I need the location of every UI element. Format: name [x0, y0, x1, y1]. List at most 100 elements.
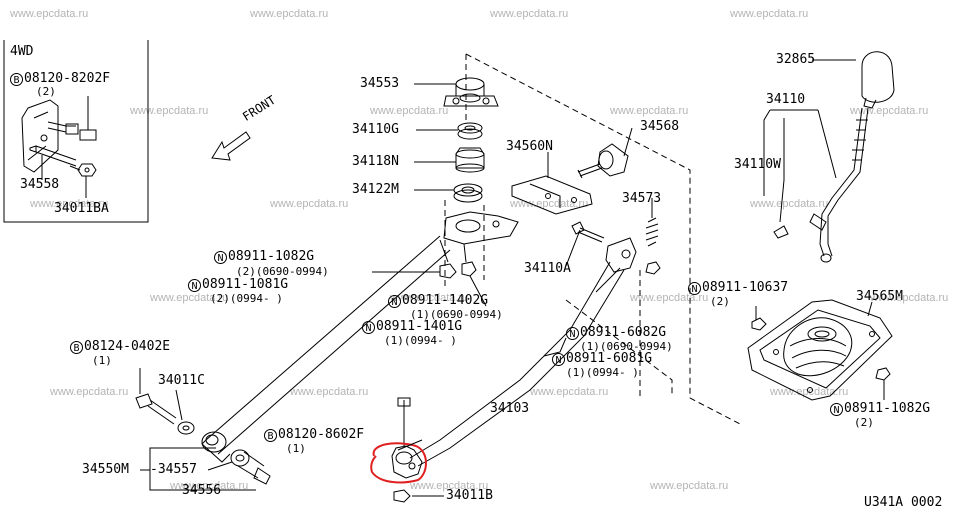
- rod-end: [201, 431, 227, 453]
- watermark: www.epcdata.ru: [850, 105, 929, 117]
- shift-boot: [783, 317, 853, 377]
- watermark: www.epcdata.ru: [270, 198, 349, 210]
- watermark: www.epcdata.ru: [130, 105, 209, 117]
- callout-34560n: 34560N: [506, 139, 553, 154]
- callout-32865: 32865: [776, 52, 816, 67]
- callout-34011b: 34011B: [446, 488, 493, 503]
- diagram-code: U341A 0002: [864, 495, 943, 510]
- watermark: www.epcdata.ru: [630, 292, 709, 304]
- washer: [177, 421, 195, 435]
- inset-title: 4WD: [10, 44, 34, 59]
- spring: [645, 217, 659, 247]
- watermark: www.epcdata.ru: [730, 8, 809, 20]
- callout-qty: (2): [854, 416, 874, 429]
- watermark: www.epcdata.ru: [610, 105, 689, 117]
- nut: [461, 261, 477, 277]
- watermark: www.epcdata.ru: [290, 386, 369, 398]
- shift-rod-lower: [409, 261, 625, 467]
- inset-bracket: [21, 99, 59, 173]
- callout-34103: 34103: [490, 401, 530, 416]
- watermark: www.epcdata.ru: [390, 292, 469, 304]
- nut: [439, 263, 457, 279]
- inset-stud: [29, 145, 77, 167]
- callout-34011c: 34011C: [158, 373, 205, 388]
- callout-qty: (2): [36, 85, 56, 98]
- callout-qty: (2): [710, 295, 730, 308]
- callout-34557: -34557: [150, 462, 197, 477]
- bracket: [511, 175, 593, 215]
- callout-34565m: 34565M: [856, 289, 903, 304]
- boot: [773, 225, 789, 239]
- stopper: [597, 143, 629, 177]
- inset-nut: [77, 163, 97, 177]
- watermark: www.epcdata.ru: [650, 480, 729, 492]
- retainer-top: [455, 77, 485, 91]
- bolt: [135, 393, 177, 425]
- callout-34556: 34556: [182, 483, 222, 498]
- watermark: www.epcdata.ru: [370, 105, 449, 117]
- callout-34573: 34573: [622, 191, 662, 206]
- inset-frame: [3, 40, 149, 223]
- callout-qty: (1)(0994- ): [384, 334, 457, 347]
- lower-housing: [443, 211, 519, 245]
- watermark: www.epcdata.ru: [10, 8, 89, 20]
- watermark: www.epcdata.ru: [410, 480, 489, 492]
- callout-34110: 34110: [766, 92, 806, 107]
- callout-34558: 34558: [20, 177, 60, 192]
- watermark: www.epcdata.ru: [50, 386, 129, 398]
- front-arrow: [211, 131, 251, 161]
- shift-rod-upper: [205, 235, 451, 455]
- watermark: www.epcdata.ru: [870, 292, 949, 304]
- nut: [393, 489, 411, 503]
- nut: [875, 367, 891, 381]
- callout-34110w: 34110W: [734, 157, 781, 172]
- rod-bracket: [605, 237, 637, 273]
- console-plate: [747, 299, 893, 401]
- callout-34550m: 34550M: [82, 462, 129, 477]
- callout-34011ba: 34011BA: [54, 201, 109, 216]
- bushing-34557: [230, 449, 250, 467]
- callout-qty: (2)(0690-0994): [236, 265, 329, 278]
- callout-qty: (1): [92, 354, 112, 367]
- callout-34122m: 34122M: [352, 182, 399, 197]
- nut: [751, 317, 767, 331]
- watermark: www.epcdata.ru: [530, 386, 609, 398]
- watermark: www.epcdata.ru: [150, 292, 229, 304]
- bushing: [457, 122, 483, 134]
- watermark: www.epcdata.ru: [250, 8, 329, 20]
- callout-34553: 34553: [360, 76, 400, 91]
- watermark: www.epcdata.ru: [170, 480, 249, 492]
- bolt: [571, 221, 605, 243]
- callout-qty: (1)(0690-0994): [580, 340, 673, 353]
- rod-joint: [391, 445, 423, 479]
- shift-knob: [861, 51, 895, 103]
- watermark: www.epcdata.ru: [510, 198, 589, 210]
- callout-qty: (1)(0690-0994): [410, 308, 503, 321]
- watermark: www.epcdata.ru: [750, 198, 829, 210]
- inset-bolt: [47, 121, 79, 135]
- nut: [645, 261, 661, 275]
- callout-qty: (1): [286, 442, 306, 455]
- callout-34110a: 34110A: [524, 261, 571, 276]
- watermark: www.epcdata.ru: [490, 8, 569, 20]
- watermark: www.epcdata.ru: [30, 198, 109, 210]
- callout-34110g: 34110G: [352, 122, 399, 137]
- callout-34118n: 34118N: [352, 154, 399, 169]
- pin-34556: [253, 467, 271, 485]
- callout-34568: 34568: [640, 119, 680, 134]
- callout-qty: (1)(0994- ): [566, 366, 639, 379]
- callout-qty: (2)(0994- ): [210, 292, 283, 305]
